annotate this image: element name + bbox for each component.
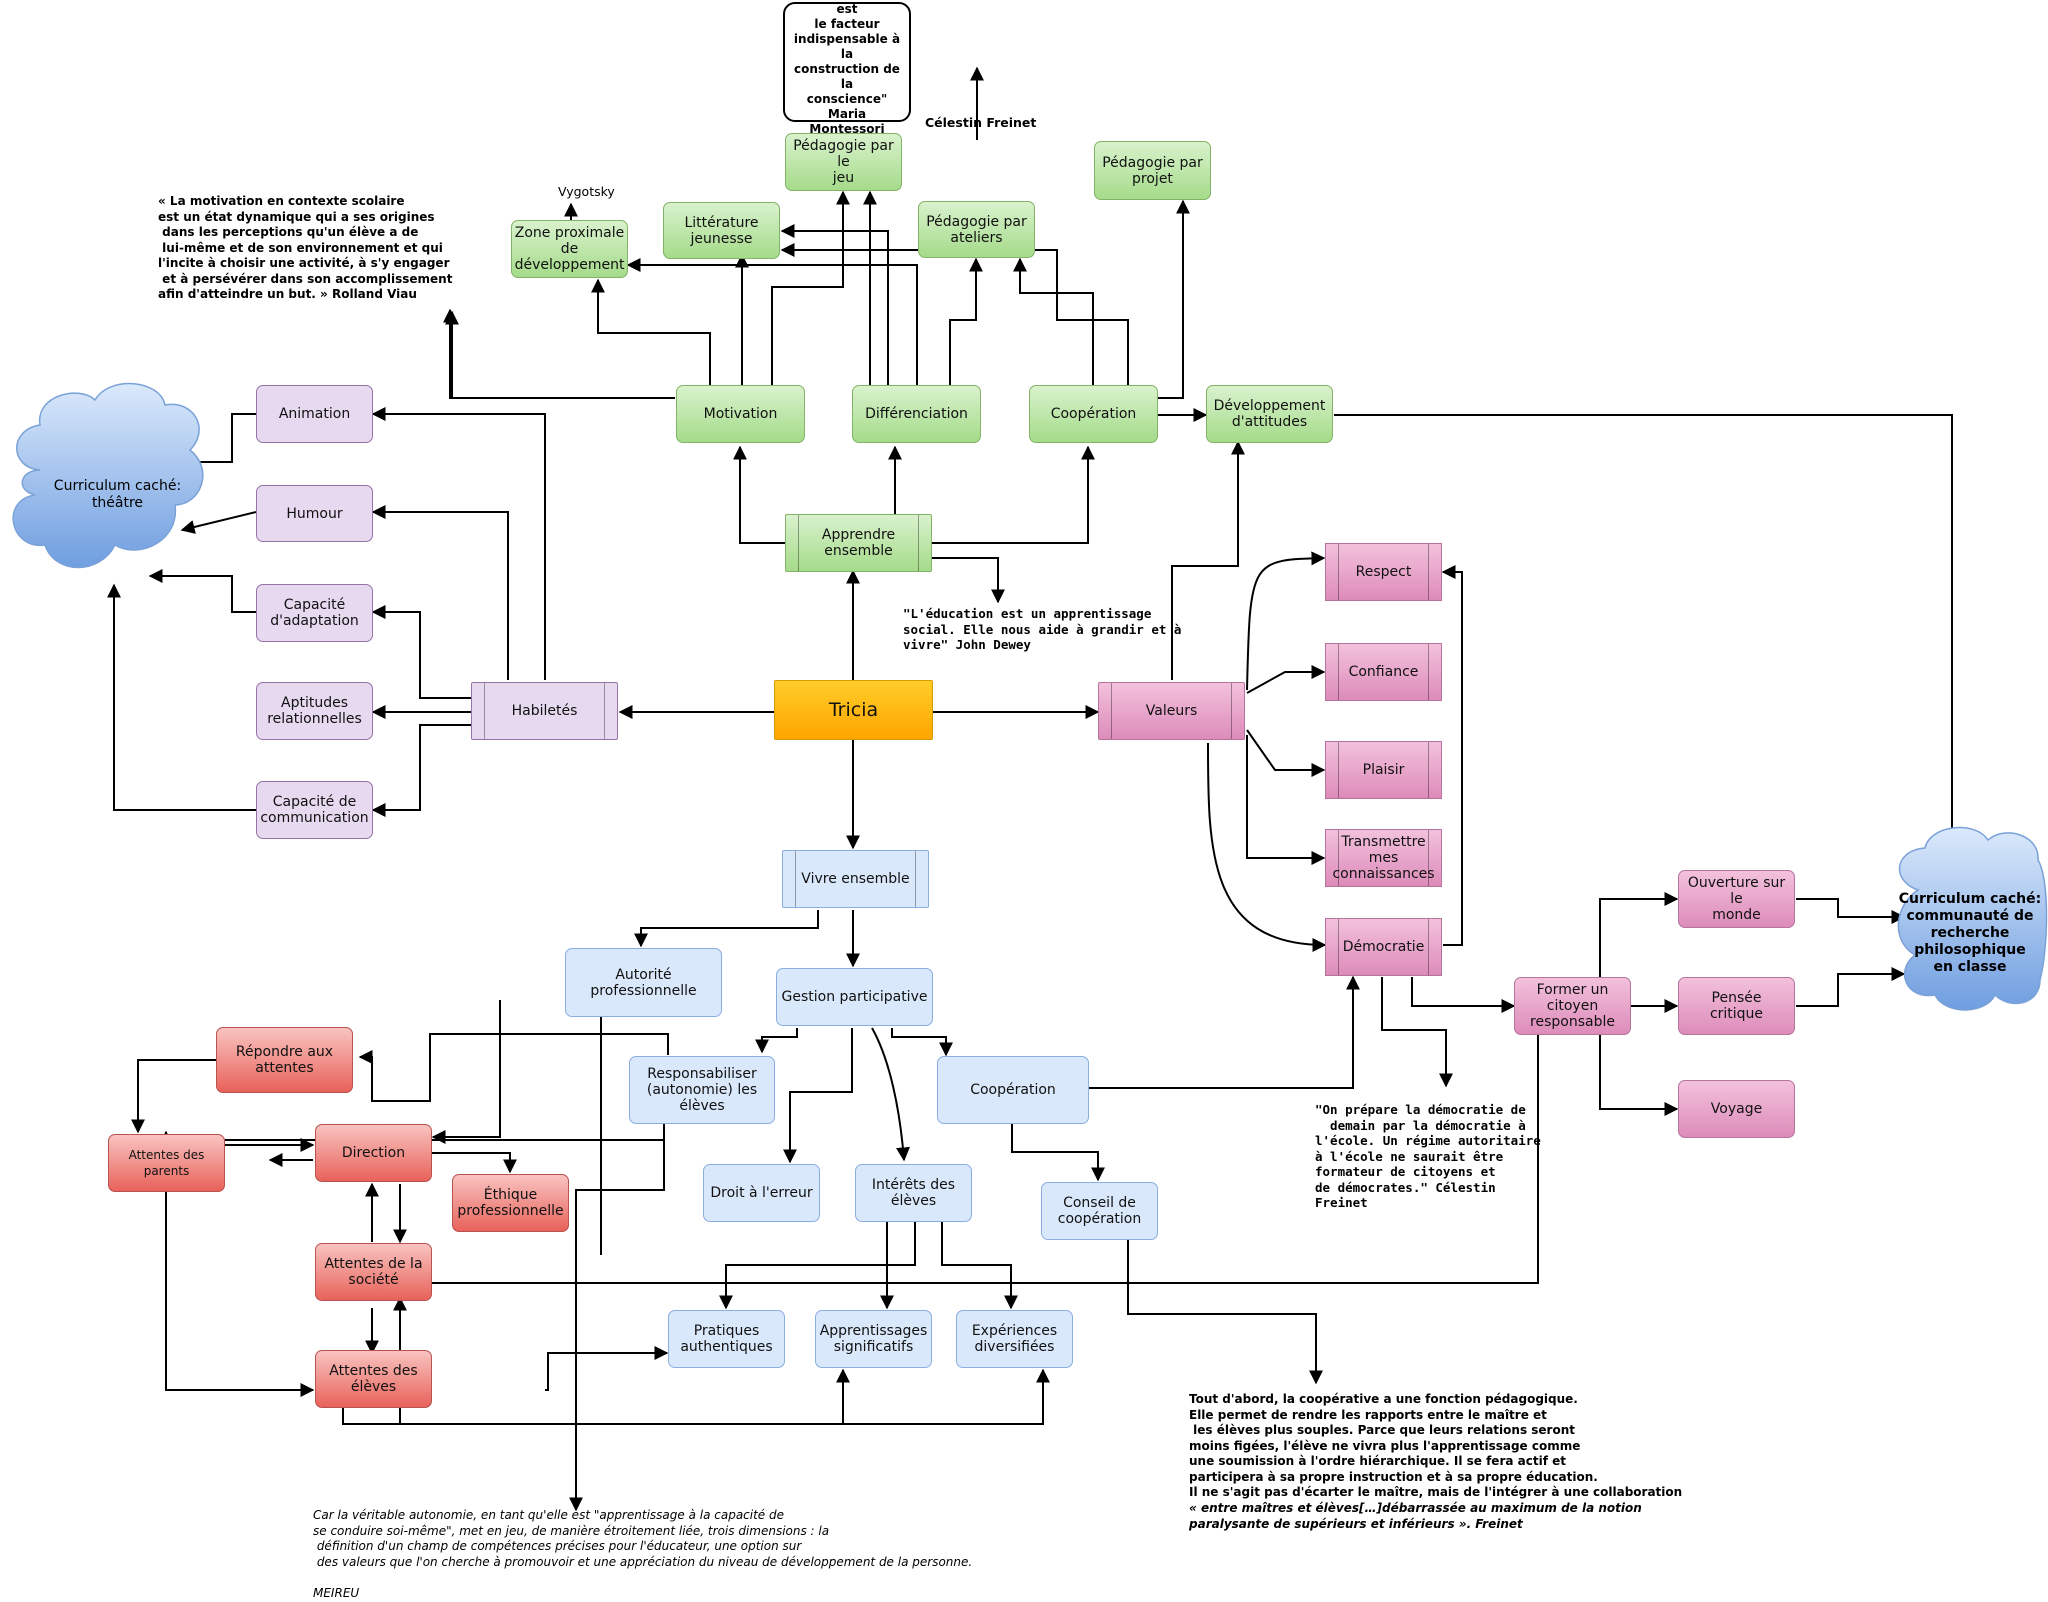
node-pedagogie-jeu[interactable]: Pédagogie par le jeu bbox=[785, 133, 902, 191]
node-democratie[interactable]: Démocratie bbox=[1325, 918, 1442, 976]
node-voyage[interactable]: Voyage bbox=[1678, 1080, 1795, 1138]
node-ouverture-monde[interactable]: Ouverture sur le monde bbox=[1678, 870, 1795, 928]
node-attentes-societe[interactable]: Attentes de la société bbox=[315, 1243, 432, 1301]
node-gestion-participative[interactable]: Gestion participative bbox=[776, 968, 933, 1026]
node-autorite-professionnelle[interactable]: Autorité professionnelle bbox=[565, 948, 722, 1017]
node-apprentissages-significatifs[interactable]: Apprentissages significatifs bbox=[815, 1310, 932, 1368]
node-attentes-parents[interactable]: Attentes des parents bbox=[108, 1134, 225, 1192]
label-vygotsky: Vygotsky bbox=[558, 184, 615, 199]
node-vivre-ensemble[interactable]: Vivre ensemble bbox=[782, 850, 929, 908]
node-responsabiliser[interactable]: Responsabiliser (autonomie) les élèves bbox=[629, 1056, 775, 1124]
quote-cooperative-italic: « entre maîtres et élèves[…]débarrassée … bbox=[1189, 1501, 1642, 1531]
node-zone-proximale[interactable]: Zone proximale de développement bbox=[511, 220, 628, 278]
node-pratiques-authentiques[interactable]: Pratiques authentiques bbox=[668, 1310, 785, 1368]
node-attentes-eleves[interactable]: Attentes des élèves bbox=[315, 1350, 432, 1408]
node-former-citoyen[interactable]: Former un citoyen responsable bbox=[1514, 977, 1631, 1035]
cloud-shapes bbox=[12, 382, 2048, 1011]
quote-cooperative: Tout d'abord, la coopérative a une fonct… bbox=[1189, 1392, 1683, 1499]
node-plaisir[interactable]: Plaisir bbox=[1325, 741, 1442, 799]
node-capacite-communication[interactable]: Capacité de communication bbox=[256, 781, 373, 839]
quote-meirieu: Car la véritable autonomie, en tant qu'e… bbox=[313, 1508, 973, 1569]
node-pensee-critique[interactable]: Pensée critique bbox=[1678, 977, 1795, 1035]
quote-rolland-viau: « La motivation en contexte scolaire est… bbox=[158, 194, 453, 301]
node-repondre-attentes[interactable]: Répondre aux attentes bbox=[216, 1027, 353, 1093]
node-litterature-jeunesse[interactable]: Littérature jeunesse bbox=[663, 202, 780, 259]
node-habiletes[interactable]: Habiletés bbox=[471, 682, 618, 740]
node-interets-eleves[interactable]: Intérêts des élèves bbox=[855, 1164, 972, 1222]
node-differenciation[interactable]: Différenciation bbox=[852, 385, 981, 443]
node-humour[interactable]: Humour bbox=[256, 485, 373, 542]
node-pedagogie-projet[interactable]: Pédagogie par projet bbox=[1094, 141, 1211, 200]
node-tricia[interactable]: Tricia bbox=[774, 680, 933, 740]
node-confiance[interactable]: Confiance bbox=[1325, 643, 1442, 701]
node-transmettre[interactable]: Transmettre mes connaissances bbox=[1325, 829, 1442, 887]
node-respect[interactable]: Respect bbox=[1325, 543, 1442, 601]
node-animation[interactable]: Animation bbox=[256, 385, 373, 443]
quote-freinet-democratie: "On prépare la démocratie de demain par … bbox=[1315, 1102, 1541, 1210]
node-motivation[interactable]: Motivation bbox=[676, 385, 805, 443]
label-meirieu: MEIREU bbox=[313, 1586, 360, 1600]
node-apprendre-ensemble[interactable]: Apprendre ensemble bbox=[785, 514, 932, 572]
node-droit-erreur[interactable]: Droit à l'erreur bbox=[703, 1164, 820, 1222]
node-ethique-professionnelle[interactable]: Éthique professionnelle bbox=[452, 1174, 569, 1232]
node-pedagogie-ateliers[interactable]: Pédagogie par ateliers bbox=[918, 201, 1035, 258]
node-cooperation-bottom[interactable]: Coopération bbox=[937, 1056, 1089, 1124]
cloud-communaute[interactable]: Curriculum caché: communauté de recherch… bbox=[1898, 890, 2042, 975]
node-valeurs[interactable]: Valeurs bbox=[1098, 682, 1245, 740]
node-cooperation-top[interactable]: Coopération bbox=[1029, 385, 1158, 443]
node-developpement-attitudes[interactable]: Développement d'attitudes bbox=[1206, 385, 1333, 443]
quote-john-dewey: "L'éducation est un apprentissage social… bbox=[903, 606, 1182, 652]
node-aptitudes-relationnelles[interactable]: Aptitudes relationnelles bbox=[256, 682, 373, 740]
node-direction[interactable]: Direction bbox=[315, 1124, 432, 1182]
node-conseil-cooperation[interactable]: Conseil de coopération bbox=[1041, 1182, 1158, 1240]
node-capacite-adaptation[interactable]: Capacité d'adaptation bbox=[256, 584, 373, 642]
quote-montessori: "Le mouvement est le facteur indispensab… bbox=[783, 0, 911, 136]
cloud-theatre[interactable]: Curriculum caché: théâtre bbox=[53, 478, 182, 511]
label-celestin-freinet: Célestin Freinet bbox=[925, 115, 1037, 130]
node-experiences-diversifiees[interactable]: Expériences diversifiées bbox=[956, 1310, 1073, 1368]
